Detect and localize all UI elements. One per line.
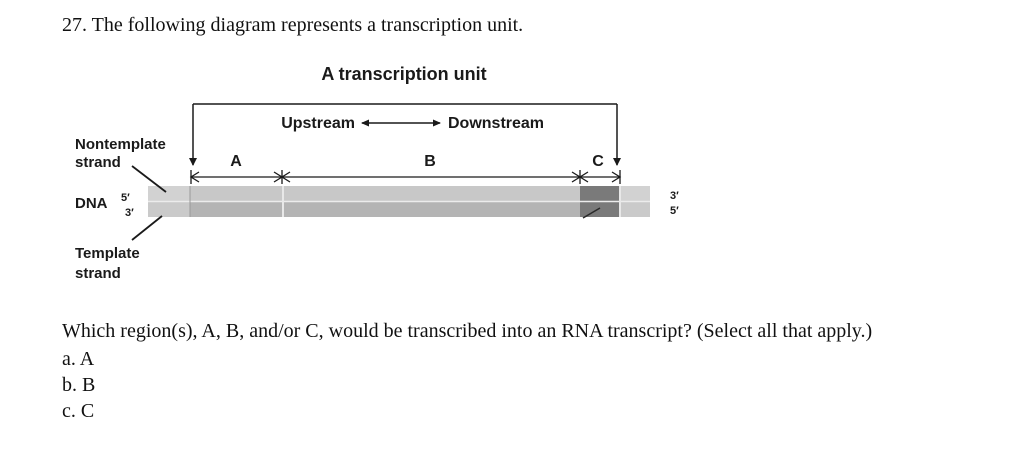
region-b-label: B <box>424 153 436 170</box>
template-pointer <box>131 215 163 241</box>
question-title: 27. The following diagram represents a t… <box>62 14 524 36</box>
region-dimension-line <box>189 170 622 184</box>
transcription-unit-bracket <box>189 103 621 166</box>
dna-label: DNA <box>75 195 108 212</box>
region-c-label: C <box>592 153 604 170</box>
downstream-label: Downstream <box>448 115 544 132</box>
upstream-label: Upstream <box>281 115 355 132</box>
question-prompt: Which region(s), A, B, and/or C, would b… <box>62 320 873 342</box>
dna-double-strand <box>148 186 650 219</box>
option-b[interactable]: b. B <box>62 374 96 396</box>
right-bottom-end-label: 5′ <box>670 205 679 217</box>
right-top-end-label: 3′ <box>670 190 679 202</box>
template-label-line1: Template <box>75 245 140 262</box>
transcription-unit-diagram: A transcription unit Upstream Downstream… <box>75 64 679 282</box>
option-a[interactable]: a. A <box>62 348 95 370</box>
nontemplate-label-line1: Nontemplate <box>75 136 166 153</box>
option-c[interactable]: c. C <box>62 400 95 422</box>
diagram-title: A transcription unit <box>321 64 486 84</box>
region-a-label: A <box>230 153 242 170</box>
upstream-downstream-arrow <box>361 119 441 127</box>
template-label-line2: strand <box>75 265 121 282</box>
nontemplate-strand-bar <box>148 186 650 201</box>
left-bottom-end-label: 3′ <box>125 207 134 219</box>
template-strand-bar <box>148 202 650 217</box>
left-top-end-label: 5′ <box>121 192 130 204</box>
nontemplate-label-line2: strand <box>75 154 121 171</box>
nontemplate-pointer <box>131 165 167 193</box>
